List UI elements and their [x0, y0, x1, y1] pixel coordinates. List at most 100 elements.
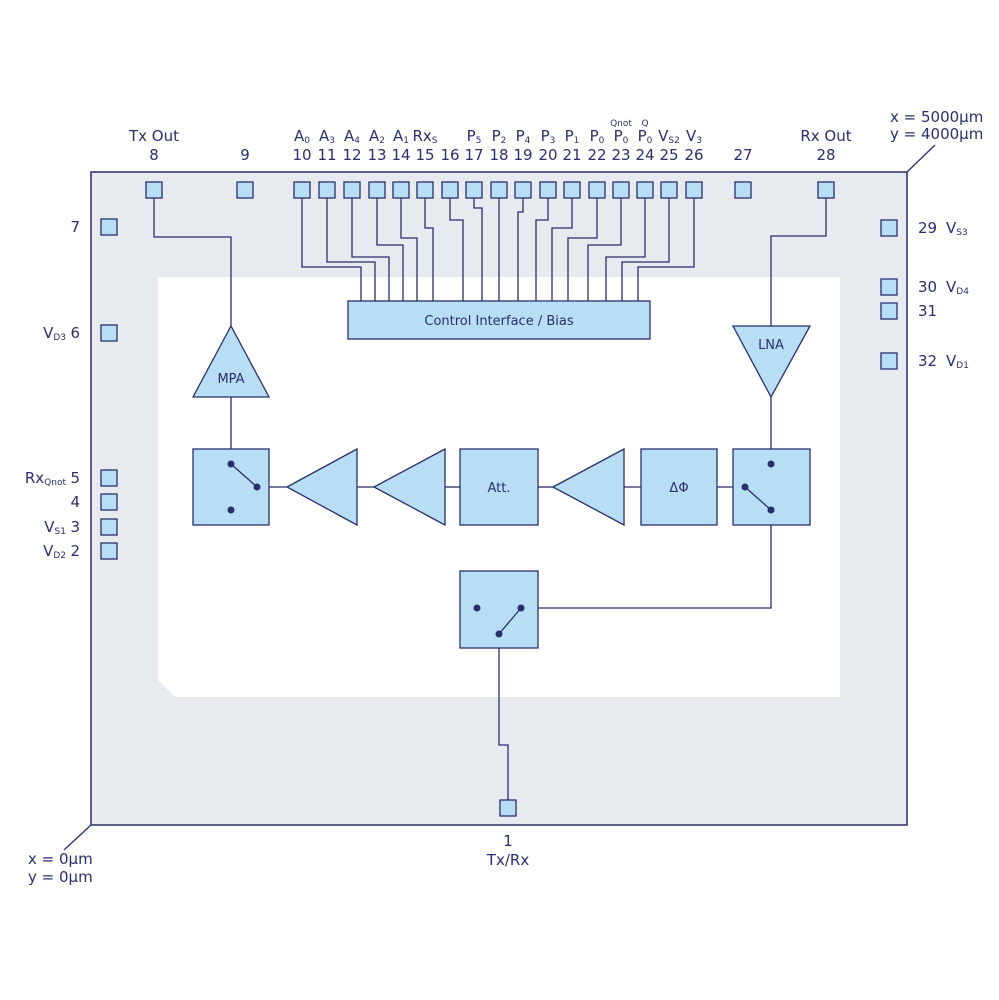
attenuator-block: [459, 448, 539, 526]
pin-name-5: RxQnot: [25, 469, 67, 488]
pad-5: [100, 469, 118, 487]
coord-y-min: y = 0µm: [28, 868, 93, 886]
pad-14: [392, 181, 410, 199]
pin-number-20: 20: [538, 146, 557, 164]
pin-number-11: 11: [317, 146, 336, 164]
pin-number-19: 19: [513, 146, 532, 164]
pin-name-24: P0: [638, 127, 653, 146]
bottom-pin: 1Tx/Rx: [486, 799, 530, 869]
pin-number-26: 26: [684, 146, 703, 164]
pin-name-29: VS3: [946, 219, 968, 238]
pad-24: [636, 181, 654, 199]
pin-number-8: 8: [149, 146, 159, 164]
pin-number-17: 17: [464, 146, 483, 164]
pin-number-12: 12: [342, 146, 361, 164]
pin-name-21: P1: [565, 127, 580, 146]
pad-22: [588, 181, 606, 199]
right-pins: 29 VS3 30 VD4 31 32 VD1: [880, 219, 969, 371]
pin-name-15: RxS: [412, 127, 437, 146]
pad-3: [100, 518, 118, 536]
pin-name-23: P0: [614, 127, 629, 146]
pin-name-28: Rx Out: [800, 127, 851, 145]
pad-19: [514, 181, 532, 199]
pin-sup-23: Qnot: [610, 119, 632, 129]
pin-name-2: VD2: [43, 542, 66, 561]
pad-10: [293, 181, 311, 199]
pin-number-2: 2: [70, 542, 80, 560]
pin-name-8: Tx Out: [128, 127, 179, 145]
pin-name-6: VD3: [43, 324, 66, 343]
pad-15: [416, 181, 434, 199]
pin-number-5: 5: [70, 469, 80, 487]
control-interface-label: Control Interface / Bias: [424, 314, 573, 329]
pin-name-20: P3: [541, 127, 556, 146]
pin-name-32: VD1: [946, 352, 969, 371]
pin-number-1: 1: [503, 832, 513, 850]
pad-21: [563, 181, 581, 199]
pad-9: [236, 181, 254, 199]
pin-number-23: 23: [611, 146, 630, 164]
pad-29: [880, 219, 898, 237]
pad-12: [343, 181, 361, 199]
phase-shifter-label: ΔΦ: [669, 481, 688, 496]
pad-4: [100, 493, 118, 511]
pin-name-13: A2: [369, 127, 385, 146]
bottom-left-leader: [63, 824, 92, 851]
pin-name-30: VD4: [946, 278, 969, 297]
pin-number-6: 6: [70, 324, 80, 342]
pin-number-14: 14: [391, 146, 410, 164]
coord-y-max: y = 4000µm: [890, 125, 983, 143]
rf-path-wires: [153, 198, 827, 800]
pad-2: [100, 542, 118, 560]
pin-number-4: 4: [70, 493, 80, 511]
pad-28: [817, 181, 835, 199]
pin-name-10: A0: [294, 127, 310, 146]
pin-number-3: 3: [70, 518, 80, 536]
pin-name-12: A4: [344, 127, 360, 146]
pin-number-25: 25: [659, 146, 678, 164]
pin-name-3: VS1: [44, 518, 66, 537]
phase-shifter-block: [640, 448, 718, 526]
control-bus-wires: [301, 198, 695, 301]
pin-number-29: 29: [918, 219, 937, 237]
pad-16: [441, 181, 459, 199]
pad-27: [734, 181, 752, 199]
pin-name-25: VS2: [658, 127, 680, 146]
pin-number-16: 16: [440, 146, 459, 164]
pin-name-19: P4: [516, 127, 531, 146]
pad-17: [465, 181, 483, 199]
pad-18: [490, 181, 508, 199]
pin-number-28: 28: [816, 146, 835, 164]
pad-23: [612, 181, 630, 199]
pin-name-14: A1: [393, 127, 409, 146]
pin-number-7: 7: [70, 218, 80, 236]
pad-7: [100, 218, 118, 236]
mpa-label: MPA: [217, 372, 244, 387]
pin-name-18: P2: [492, 127, 507, 146]
pin-number-10: 10: [292, 146, 311, 164]
pin-number-21: 21: [562, 146, 581, 164]
attenuator-label: Att.: [488, 481, 511, 496]
pad-30: [880, 278, 898, 296]
pad-25: [660, 181, 678, 199]
pin-number-18: 18: [489, 146, 508, 164]
pin-sup-24: Q: [641, 119, 648, 129]
pad-31: [880, 302, 898, 320]
pin-number-30: 30: [918, 278, 937, 296]
pin-number-9: 9: [240, 146, 250, 164]
pad-20: [539, 181, 557, 199]
pin-number-27: 27: [733, 146, 752, 164]
amplifier-stage-2: [372, 447, 446, 527]
pad-11: [318, 181, 336, 199]
pin-name-17: P5: [467, 127, 482, 146]
pin-number-32: 32: [918, 352, 937, 370]
pin-number-31: 31: [918, 302, 937, 320]
coord-x-min: x = 0µm: [28, 850, 93, 868]
coord-x-max: x = 5000µm: [890, 108, 983, 126]
pin-number-24: 24: [635, 146, 654, 164]
lna-label: LNA: [758, 338, 784, 353]
pin-name-1: Tx/Rx: [486, 851, 530, 869]
pin-name-22: P0: [590, 127, 605, 146]
pad-1: [499, 799, 517, 817]
